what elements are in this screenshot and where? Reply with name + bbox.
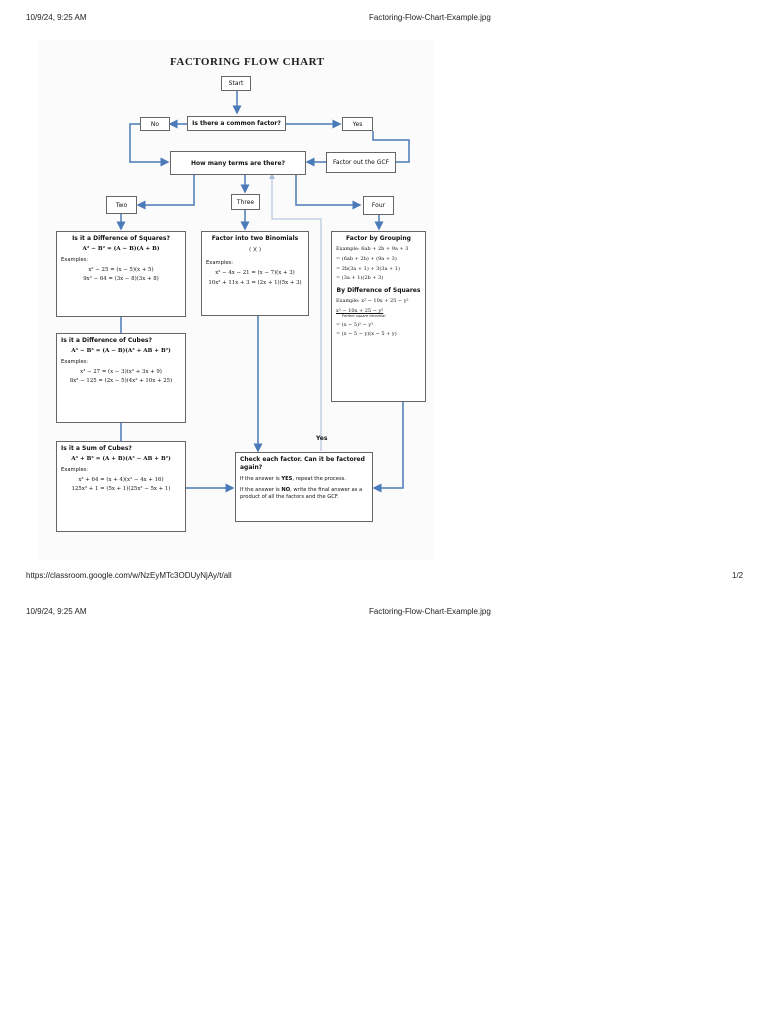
common-factor-label: Is there a common factor?: [192, 120, 281, 127]
diff-squares-heading: Is it a Difference of Squares?: [72, 235, 170, 242]
grouping-example-label: Example: 6ab + 2b + 9a + 3: [336, 246, 409, 253]
two-terms-node: Two: [106, 196, 137, 214]
start-label: Start: [228, 80, 244, 87]
sum-of-cubes-box: Is it a Sum of Cubes? A³ + B³ = (A + B)(…: [56, 441, 186, 532]
binomials-heading: Factor into two Binomials: [211, 235, 299, 242]
sum-cubes-formula: A³ + B³ = (A + B)(A² − AB + B²): [71, 456, 171, 463]
print-datetime: 10/9/24, 9:25 AM: [26, 13, 87, 22]
arrow-yes-repeat-loop: [269, 173, 322, 451]
page-number: 1/2: [732, 571, 744, 580]
diff-squares-formula: A² − B² = (A − B)(A + B): [82, 246, 160, 253]
arrow-to-two: [136, 175, 195, 210]
arrow-to-four: [295, 175, 362, 210]
binomials-template: ( )( ): [249, 247, 261, 254]
grouping-step-3: = (3a + 1)(2b + 3): [336, 275, 384, 282]
factor-by-grouping-box: Factor by Grouping Example: 6ab + 2b + 9…: [331, 231, 426, 402]
grouping-diff-squares-heading: By Difference of Squares: [336, 287, 421, 295]
diff-squares-example-1: x² − 25 = (x − 5)(x + 5): [88, 266, 154, 273]
arrow-no-to-terms: [129, 123, 170, 167]
how-many-terms-node: How many terms are there?: [170, 151, 306, 175]
arrow-grouping-to-check: [372, 402, 404, 493]
grouping-step-4: = (x − 5)² − y²: [336, 321, 374, 328]
sum-cubes-heading: Is it a Sum of Cubes?: [61, 445, 132, 452]
flowchart-title: FACTORING FLOW CHART: [170, 56, 325, 68]
difference-of-squares-box: Is it a Difference of Squares? A² − B² =…: [56, 231, 186, 317]
two-label: Two: [115, 201, 128, 209]
no-label: No: [150, 120, 160, 128]
check-yes-word: YES: [281, 476, 293, 483]
common-factor-question: Is there a common factor?: [187, 116, 286, 131]
diff-cubes-formula: A³ − B³ = (A − B)(A² + AB + B²): [71, 348, 171, 355]
three-label: Three: [236, 198, 255, 206]
print-filename: Factoring-Flow-Chart-Example.jpg: [369, 13, 491, 22]
check-each-factor-box: Check each factor. Can it be factored ag…: [235, 452, 373, 522]
three-terms-node: Three: [231, 194, 260, 210]
print-url[interactable]: https://classroom.google.com/w/NzEyMTc3O…: [26, 571, 232, 580]
diff-cubes-heading: Is it a Difference of Cubes?: [61, 337, 152, 344]
grouping-step-1: = (6ab + 2b) + (9a + 3): [336, 255, 397, 262]
print-filename-page2: Factoring-Flow-Chart-Example.jpg: [369, 607, 491, 616]
grouping-trinomial: x² − 10x + 25 − y²: [336, 307, 384, 314]
sum-cubes-example-1: x³ + 64 = (x + 4)(x² − 4x + 16): [78, 476, 164, 483]
grouping-step-2: = 2b(3a + 1) + 3(3a + 1): [336, 265, 400, 272]
check-no-suffix: , write the final answer as a product of…: [240, 487, 363, 501]
sum-cubes-examples-label: Examples:: [61, 466, 88, 473]
check-yes-prefix: If the answer is: [240, 476, 282, 483]
check-yes-suffix: , repeat the process.: [292, 476, 347, 483]
factor-gcf-node: Factor out the GCF: [326, 152, 396, 173]
check-yes-instruction: If the answer is YES, repeat the process…: [240, 476, 368, 483]
start-node: Start: [221, 76, 251, 91]
diff-cubes-example-2: 8x³ − 125 = (2x − 5)(4x² + 10x + 25): [69, 377, 173, 384]
grouping-heading: Factor by Grouping: [346, 235, 411, 242]
yes-loop-label: Yes: [316, 435, 328, 442]
grouping-example-2-label: Example: x² − 10x + 25 − y²: [336, 298, 409, 305]
no-node: No: [140, 117, 170, 131]
yes-node: Yes: [342, 117, 373, 131]
four-terms-node: Four: [363, 196, 394, 215]
check-no-prefix: If the answer is: [240, 487, 282, 494]
binomials-example-1: x² − 4x − 21 = (x − 7)(x + 3): [215, 270, 295, 277]
four-label: Four: [371, 202, 386, 209]
difference-of-cubes-box: Is it a Difference of Cubes? A³ − B³ = (…: [56, 333, 186, 423]
factor-gcf-label: Factor out the GCF: [332, 159, 390, 166]
check-no-instruction: If the answer is NO, write the final ans…: [240, 487, 368, 501]
grouping-step-5: = (x − 5 − y)(x − 5 + y): [336, 331, 397, 338]
check-heading: Check each factor. Can it be factored ag…: [240, 456, 365, 472]
print-datetime-page2: 10/9/24, 9:25 AM: [26, 607, 87, 616]
diff-squares-example-2: 9x² − 64 = (3x − 8)(3x + 8): [83, 275, 159, 282]
two-binomials-box: Factor into two Binomials ( )( ) Example…: [201, 231, 309, 316]
sum-cubes-example-2: 125x³ + 1 = (5x + 1)(25x² − 5x + 1): [71, 485, 171, 492]
binomials-examples-label: Examples:: [206, 260, 233, 267]
diff-cubes-example-1: x³ − 27 = (x − 3)(x² + 3x + 9): [80, 368, 162, 375]
binomials-example-2: 10x² + 11x + 3 = (2x + 1)(5x + 3): [208, 279, 302, 286]
yes-label: Yes: [352, 120, 363, 128]
grouping-trinomial-note: Perfect square trinomial: [342, 313, 386, 318]
arrow-yes-to-gcf: [372, 131, 410, 167]
diff-squares-examples-label: Examples:: [61, 256, 88, 263]
how-many-terms-label: How many terms are there?: [190, 159, 286, 167]
check-no-word: NO: [281, 487, 291, 494]
diff-cubes-examples-label: Examples:: [61, 358, 88, 365]
